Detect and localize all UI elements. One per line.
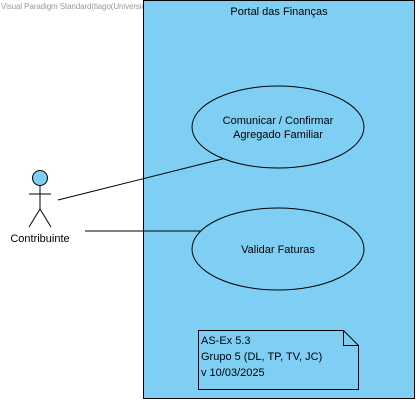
use-case-label: Validar Faturas: [241, 244, 315, 256]
use-case-ellipse: [191, 85, 365, 169]
actor-contribuinte[interactable]: Contribuinte: [10, 170, 70, 246]
note-line-3: v 10/03/2025: [201, 367, 265, 379]
system-boundary-title: Portal das Finanças: [230, 6, 328, 18]
actor-head: [32, 170, 48, 186]
use-case-validar-faturas[interactable]: Validar Faturas: [191, 207, 365, 291]
use-case-comunicar[interactable]: Comunicar / Confirmar Agregado Familiar: [191, 85, 365, 169]
watermark-text: Visual Paradigm Standard(tiago(Universid…: [1, 2, 199, 11]
actor-name: Contribuinte: [10, 233, 69, 245]
note-line-1: AS-Ex 5.3: [201, 335, 251, 347]
use-case-label-line-1: Comunicar / Confirmar: [223, 115, 334, 127]
actor-right-leg: [39, 208, 52, 228]
note-line-2: Grupo 5 (DL, TP, TV, JC): [201, 351, 322, 363]
note-shape: [198, 330, 359, 390]
use-case-ellipse: [191, 207, 365, 291]
use-case-label-line-2: Agregado Familiar: [233, 129, 323, 141]
note[interactable]: AS-Ex 5.3 Grupo 5 (DL, TP, TV, JC) v 10/…: [198, 330, 359, 390]
note-fold: [343, 330, 359, 346]
association-line-comunicar: [57, 157, 227, 201]
actor-left-leg: [28, 208, 41, 228]
